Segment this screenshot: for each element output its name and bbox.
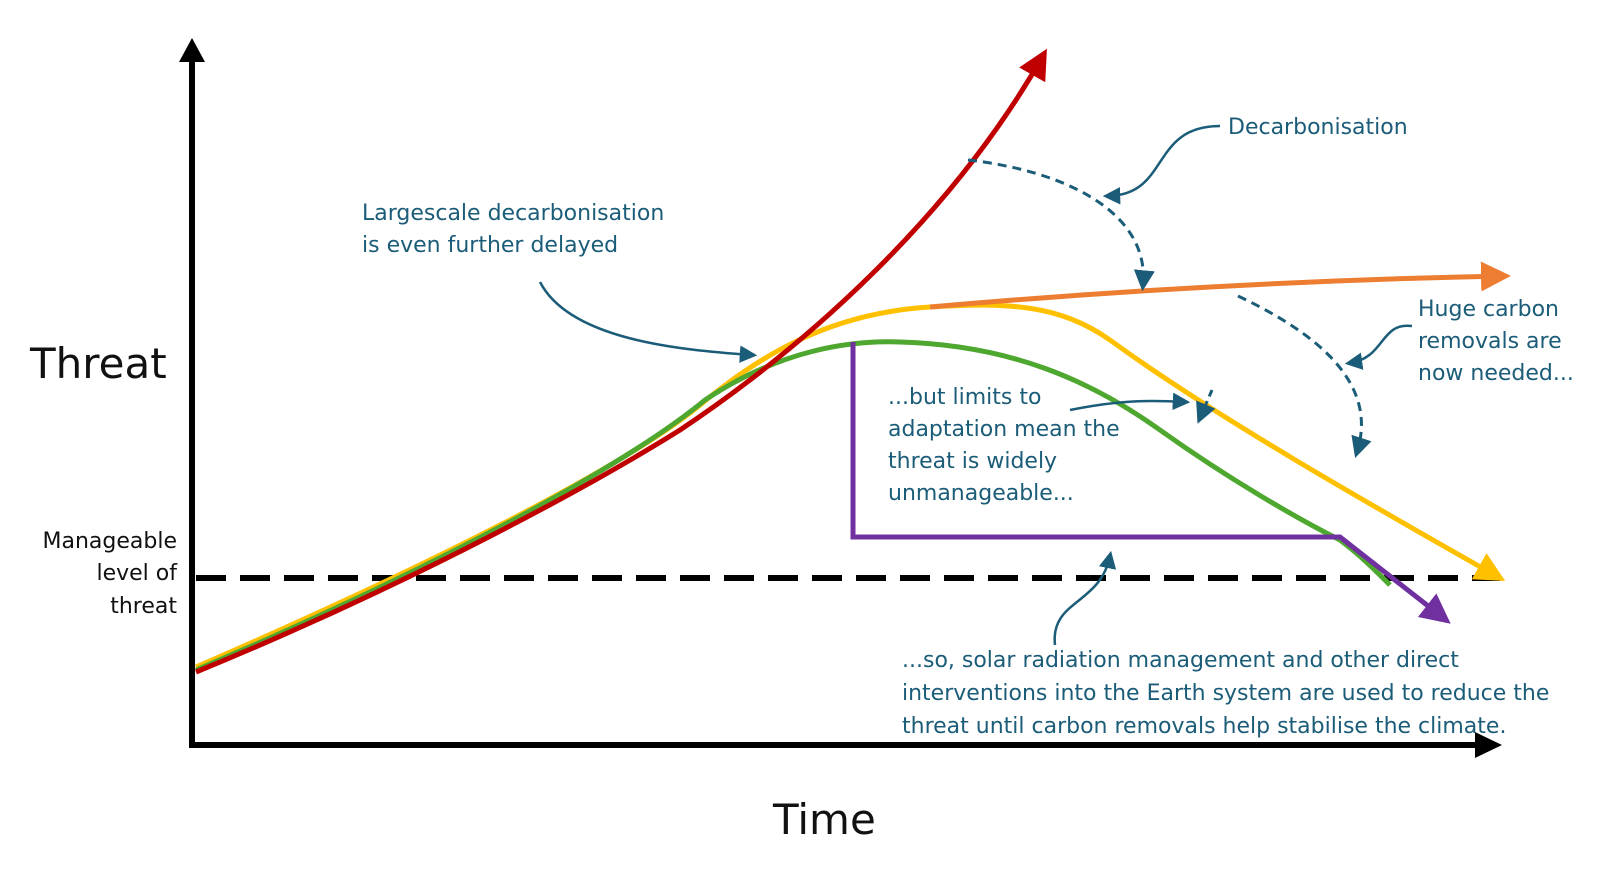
- annotation-line: removals are: [1418, 329, 1562, 354]
- srm-annotation: ...so, solar radiation management and ot…: [902, 648, 1549, 739]
- y-axis-arrowhead: [179, 38, 205, 62]
- annotation-line: ...but limits to: [888, 385, 1041, 410]
- annotation-line: unmanageable...: [888, 481, 1074, 506]
- green-curve: [195, 339, 1392, 673]
- axes: [179, 38, 1502, 758]
- manageable-label-line: Manageable: [43, 529, 177, 554]
- manageable-label-line: threat: [110, 594, 177, 619]
- annotation-line: threat until carbon removals help stabil…: [902, 714, 1506, 739]
- carbon-removals-dashed-arrow: [1237, 294, 1372, 459]
- carbon-removals-annotation: Huge carbon removals are now needed...: [1418, 297, 1574, 386]
- x-axis-label: Time: [772, 795, 876, 844]
- annotation-line: now needed...: [1418, 361, 1574, 386]
- purple-curve: [850, 342, 1451, 624]
- decarbonisation-dashed-arrow: [967, 158, 1155, 292]
- annotation-line: Largescale decarbonisation: [362, 201, 664, 226]
- manageable-label: Manageable level of threat: [43, 529, 179, 619]
- annotation-line: interventions into the Earth system are …: [902, 681, 1549, 706]
- annotation-line: is even further delayed: [362, 233, 618, 258]
- srm-label-arrow: [1053, 550, 1117, 646]
- carbon-removals-label-arrow: [1344, 324, 1413, 370]
- annotation-line: ...so, solar radiation management and ot…: [902, 648, 1459, 673]
- orange-curve: [929, 261, 1511, 310]
- annotation-line: adaptation mean the: [888, 417, 1120, 442]
- y-axis-label: Threat: [29, 339, 167, 388]
- annotation-line: threat is widely: [888, 449, 1057, 474]
- manageable-label-line: level of: [96, 561, 178, 586]
- yellow-curve: [195, 302, 1506, 670]
- decarbonisation-annotation: Decarbonisation: [1228, 115, 1408, 140]
- limits-label-arrow: [1069, 392, 1191, 412]
- decarbonisation-label-arrow: [1102, 124, 1221, 205]
- limits-annotation: ...but limits to adaptation mean the thr…: [888, 385, 1120, 506]
- x-axis-arrowhead: [1475, 732, 1502, 758]
- delayed-annotation: Largescale decarbonisation is even furth…: [362, 201, 664, 258]
- red-curve: [195, 48, 1047, 675]
- annotation-line: Huge carbon: [1418, 297, 1559, 322]
- limits-dashed-arrow: [1196, 389, 1216, 424]
- delayed-label-arrow: [538, 281, 758, 363]
